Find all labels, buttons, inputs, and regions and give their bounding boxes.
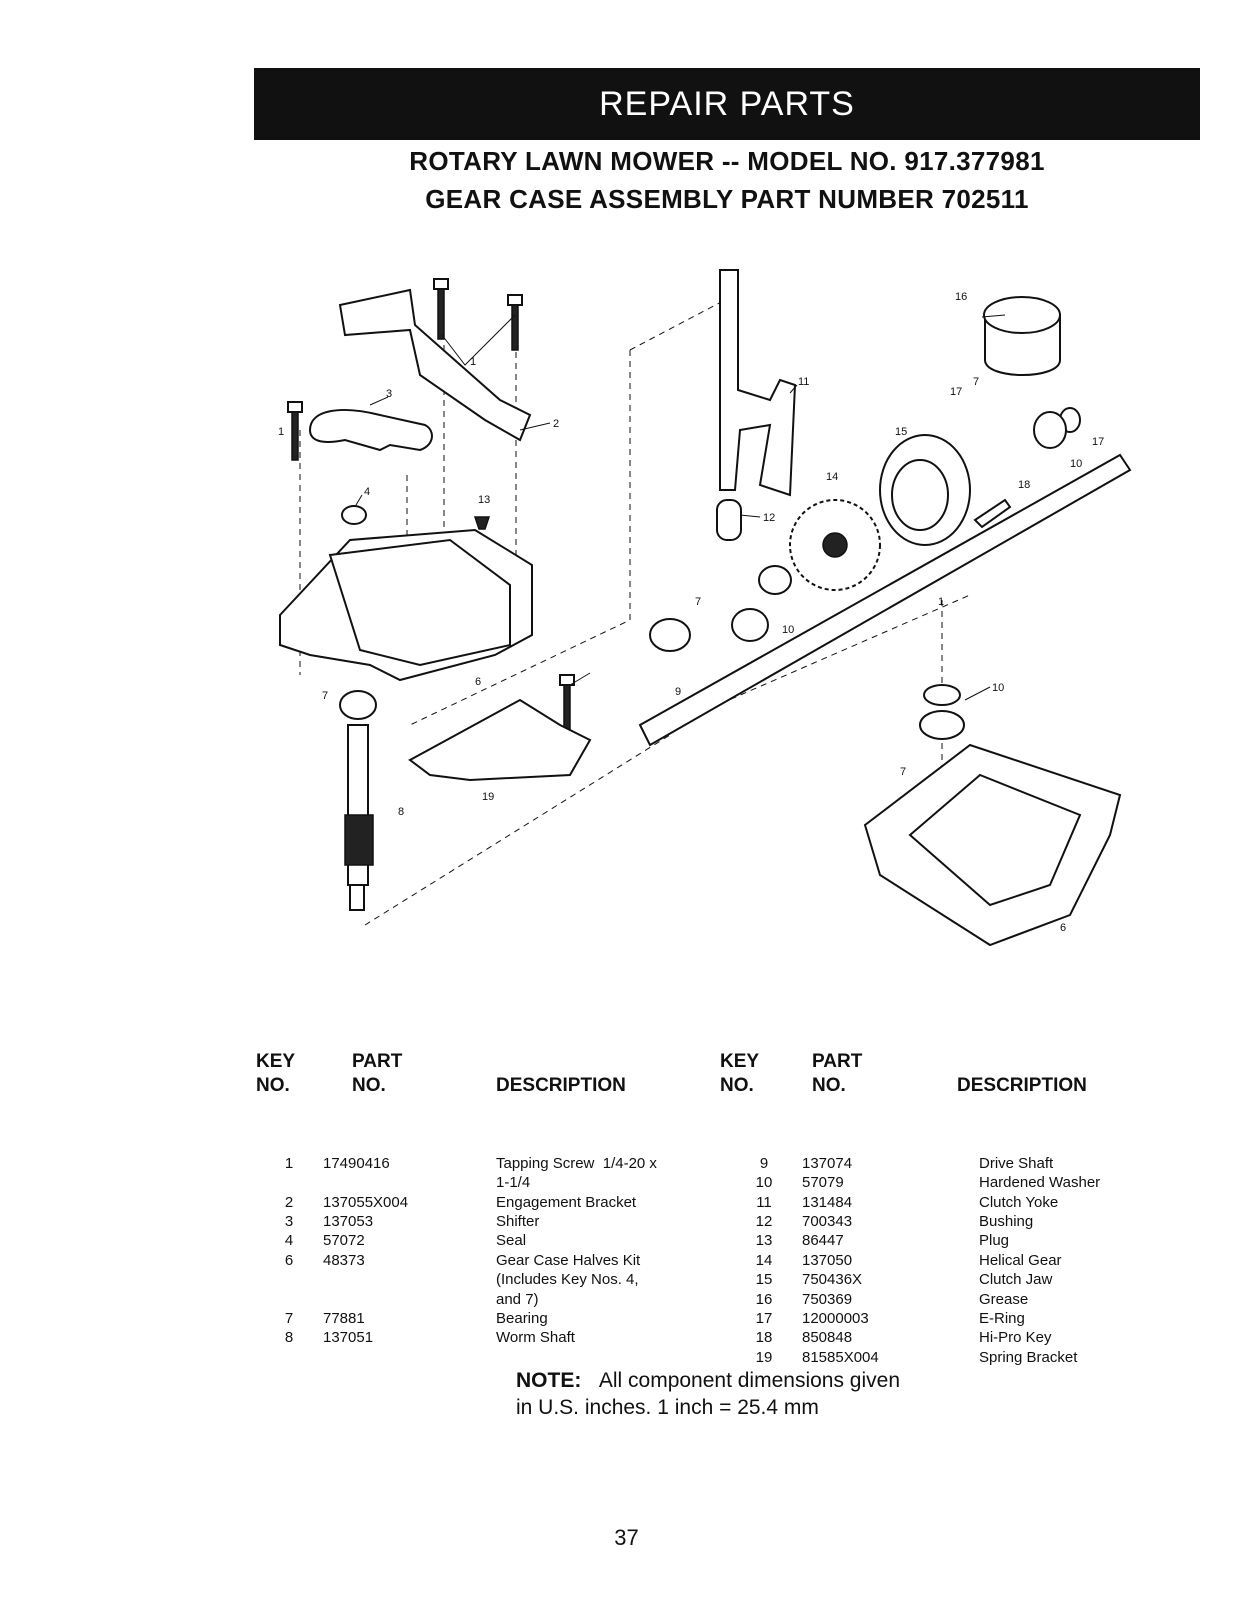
callout-label: 17 — [950, 386, 962, 398]
page-number: 37 — [614, 1525, 639, 1550]
worm-shaft-part — [344, 724, 374, 911]
callout-label: 18 — [1018, 479, 1030, 491]
callout-label: 14 — [826, 471, 838, 483]
description-header: DESCRIPTION — [957, 1075, 1087, 1096]
callout-label: 7 — [695, 596, 701, 608]
callout-label: 1 — [938, 596, 944, 608]
dimensions-note: NOTE: All component dimensions given in … — [516, 1367, 900, 1421]
engagement-bracket-part — [338, 288, 532, 442]
grease-part — [983, 296, 1061, 376]
callout-label: 8 — [398, 806, 404, 818]
shifter-part — [308, 409, 433, 452]
callout-label: 7 — [322, 690, 328, 702]
callout-label: 10 — [782, 624, 794, 636]
note-line-2: in U.S. inches. 1 inch = 25.4 mm — [516, 1396, 819, 1419]
tapping-screw-part — [287, 278, 575, 731]
drive-shaft-part — [638, 453, 1132, 747]
assembly-title: GEAR CASE ASSEMBLY PART NUMBER 702511 — [425, 184, 1029, 214]
callout-label: 13 — [478, 494, 490, 506]
clutch-yoke-part — [719, 269, 797, 497]
guide-line — [409, 350, 631, 726]
callout-label: 10 — [1070, 458, 1082, 470]
callout-labels: 1 2 3 4 13 1 11 12 14 15 16 17 7 17 10 1… — [278, 291, 1104, 934]
callout-label: 7 — [900, 766, 906, 778]
callout-label: 11 — [798, 376, 809, 388]
callout-label: 3 — [386, 388, 392, 400]
guide-line — [629, 295, 726, 351]
repair-parts-banner: REPAIR PARTS — [254, 68, 1200, 140]
bearing-part — [339, 690, 377, 720]
callout-label: 16 — [955, 291, 967, 303]
spring-bracket-part — [408, 698, 592, 782]
seal-part — [341, 505, 367, 525]
hi-pro-key-part — [973, 498, 1012, 529]
callout-label: 6 — [475, 676, 481, 688]
model-title: ROTARY LAWN MOWER -- MODEL NO. 917.37798… — [409, 146, 1045, 176]
callout-label: 10 — [992, 682, 1004, 694]
plug-part — [473, 516, 491, 530]
bushing-part — [716, 499, 742, 541]
note-label: NOTE: — [516, 1369, 582, 1392]
callout-label: 2 — [553, 418, 559, 430]
callout-label: 9 — [675, 686, 681, 698]
exploded-parts-diagram: 1 2 3 4 13 1 11 12 14 15 16 17 7 17 10 1… — [278, 269, 1132, 947]
guide-line — [364, 734, 671, 926]
callout-label: 15 — [895, 426, 907, 438]
callout-label: 19 — [482, 791, 494, 803]
callout-label: 4 — [364, 486, 370, 498]
callout-label: 1 — [278, 426, 284, 438]
callout-label: 1 — [470, 356, 476, 368]
callout-label: 6 — [1060, 922, 1066, 934]
callout-label: 12 — [763, 512, 775, 524]
callout-label: 17 — [1092, 436, 1104, 448]
callout-label: 7 — [973, 376, 979, 388]
description-header: DESCRIPTION — [496, 1075, 626, 1096]
hardened-washer-part — [1033, 411, 1067, 449]
note-line-1: All component dimensions given — [598, 1369, 901, 1392]
